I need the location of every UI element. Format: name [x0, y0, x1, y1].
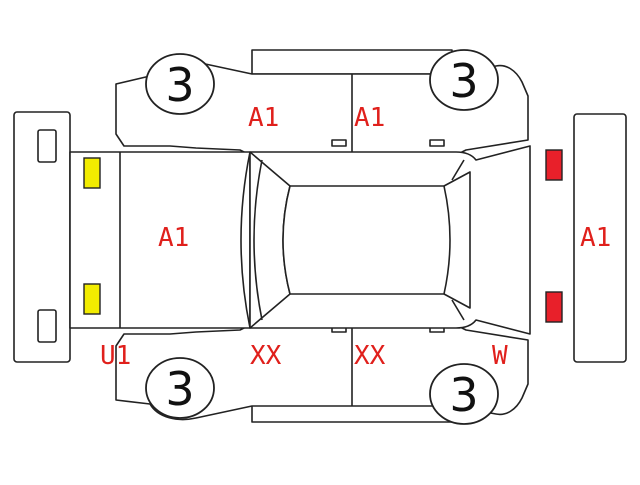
code-hood: A1	[158, 223, 189, 253]
tire-front-right: 3	[145, 357, 215, 419]
tire-rear-right-tread: 3	[449, 368, 478, 422]
tire-rear-left-tread: 3	[449, 54, 478, 108]
taillight-right-indicator	[545, 291, 563, 323]
tire-rear-left: 3	[429, 49, 499, 111]
code-front-door-right: XX	[250, 341, 282, 371]
code-rear-door-left: A1	[354, 103, 385, 133]
code-trunk-rear: A1	[580, 223, 611, 253]
tire-front-right-tread: 3	[165, 362, 194, 416]
taillight-left-indicator	[545, 149, 563, 181]
rear-bumper	[573, 113, 627, 363]
headlight-left-indicator	[83, 157, 101, 189]
tire-front-left: 3	[145, 53, 215, 115]
right-side-panels	[115, 323, 529, 423]
code-front-door-left: A1	[248, 103, 279, 133]
tire-front-left-tread: 3	[165, 58, 194, 112]
headlight-right-indicator	[83, 283, 101, 315]
front-bumper	[13, 111, 71, 363]
tire-rear-right: 3	[429, 363, 499, 425]
car-body	[69, 145, 531, 335]
code-rear-fender-right: W	[492, 341, 508, 371]
code-rear-door-right: XX	[354, 341, 386, 371]
code-front-bumper-corner: U1	[100, 341, 131, 371]
